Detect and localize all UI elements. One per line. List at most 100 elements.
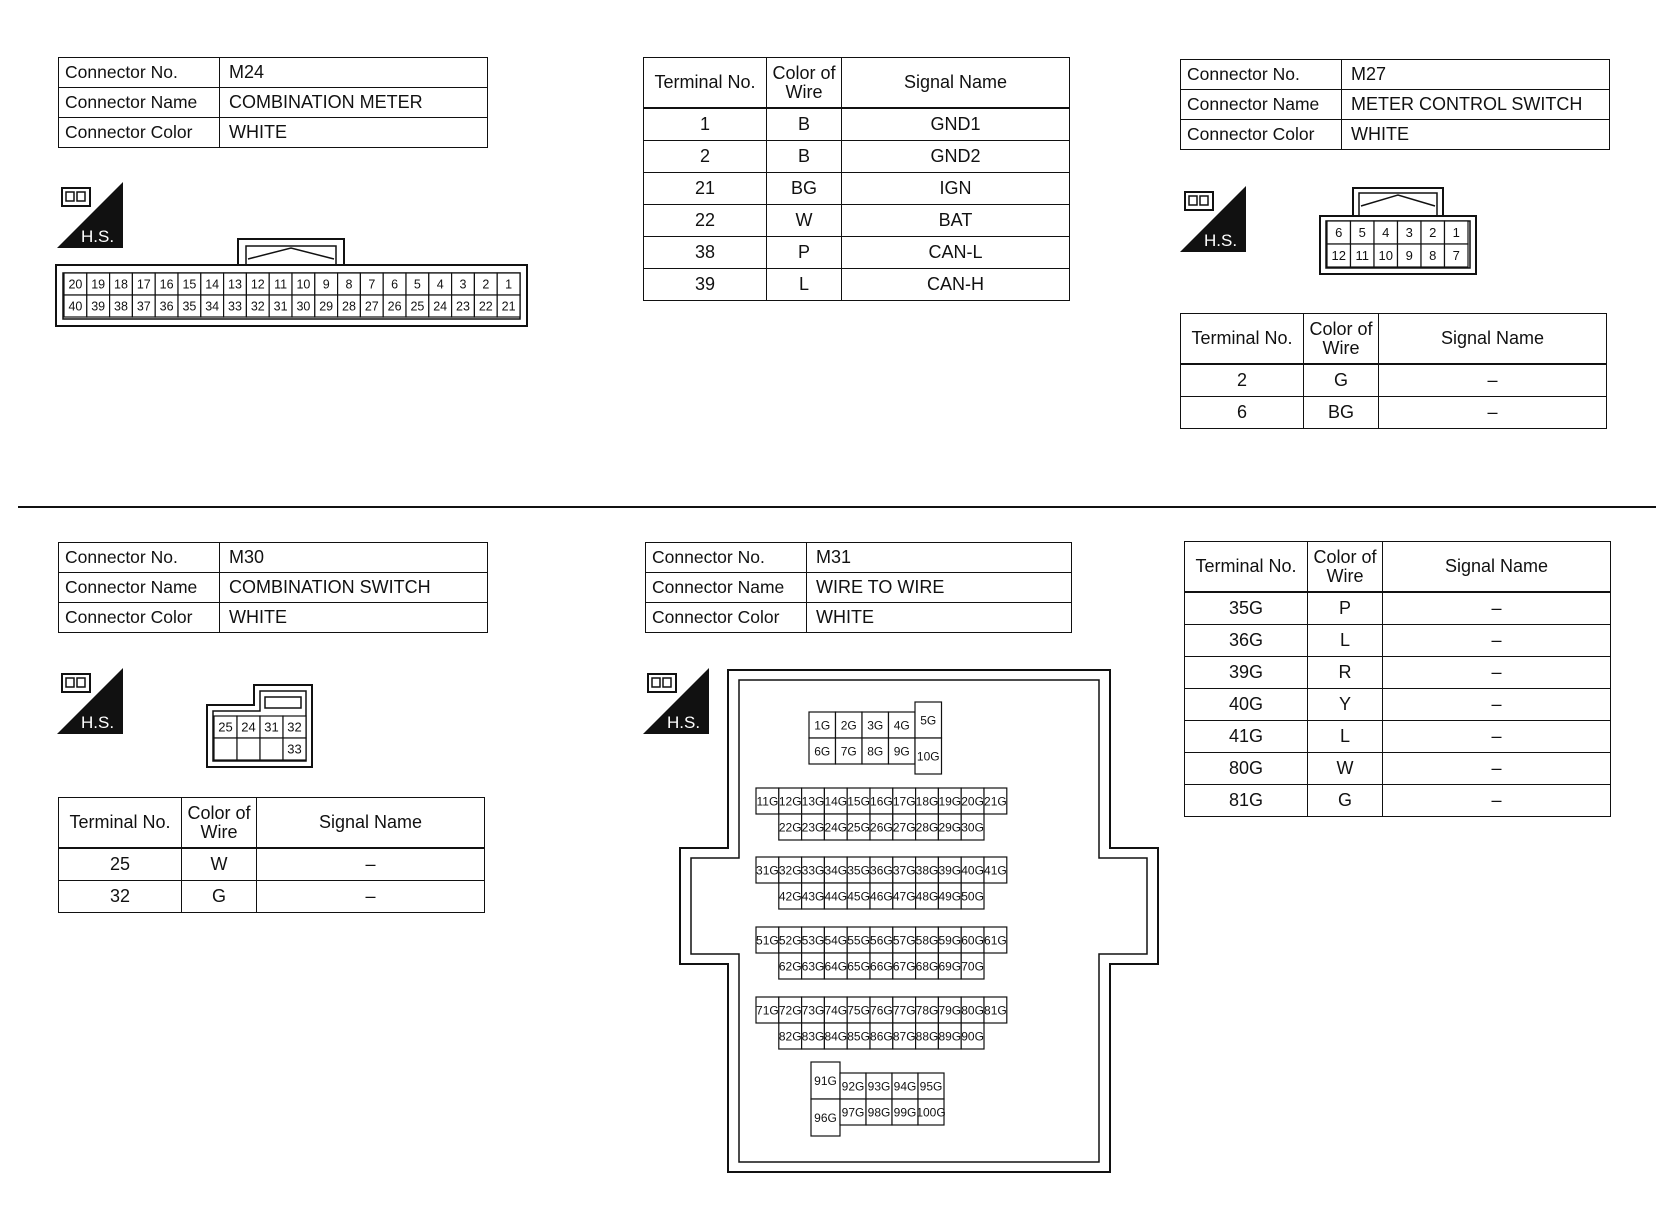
pin-label: 12 [251,278,265,292]
pin-label: 81G [984,1003,1007,1017]
wire-color-cell: B [766,107,842,141]
pin-cell [861,711,890,739]
pin-label: 17 [137,278,151,292]
terminal-no-cell: 25 [58,847,182,881]
pin-label: 82G [779,1029,802,1043]
pin-label: 28G [916,820,939,834]
pin-label: 13G [802,794,825,808]
connector-name-label: Connector Name [58,572,220,603]
pin-label: 55G [847,933,870,947]
pin-label: 36G [870,863,893,877]
pin-label: 15 [182,278,196,292]
pin-label: 69G [938,959,961,973]
pin-label: 15G [847,794,870,808]
signal-name-cell: – [1382,752,1611,785]
terminal-no-cell: 35G [1184,591,1308,625]
pin-label: 39 [91,300,105,314]
pin-label: 94G [894,1079,917,1093]
terminal-no-header: Terminal No. [1180,313,1304,365]
pin-label: 76G [870,1003,893,1017]
terminal-no-cell: 32 [58,880,182,913]
pin-label: 49G [938,889,961,903]
terminal-no-header: Terminal No. [1184,541,1308,593]
pin-cell [282,737,307,761]
pin-label: 40 [68,300,82,314]
terminal-no-cell: 2 [643,140,767,173]
connector-name-label: Connector Name [58,87,220,118]
pin-label: 4G [894,718,910,732]
pin-label: 1 [505,278,512,292]
pin-label: 6 [1335,225,1342,240]
wire-color-cell: G [1303,363,1379,397]
signal-name-cell: – [1382,624,1611,657]
terminal-no-cell: 6 [1180,396,1304,429]
pin-label: 41G [984,863,1007,877]
pin-label: 27 [365,300,379,314]
connector-no-label: Connector No. [58,542,220,573]
pin-cell [839,1098,867,1126]
terminal-no-cell: 80G [1184,752,1308,785]
terminal-no-cell: 21 [643,172,767,205]
pin-label: 6G [814,744,830,758]
pin-label: 60G [961,933,984,947]
svg-text:H.S.: H.S. [81,713,114,732]
pin-cell [213,737,238,761]
pin-label: 33 [228,300,242,314]
pin-label: 3 [460,278,467,292]
connector-no-label: Connector No. [1180,59,1342,90]
pin-label: 23G [802,820,825,834]
wire-color-cell: Y [1307,688,1383,721]
terminal-no-cell: 39 [643,268,767,301]
pin-cell [983,856,1008,884]
pin-label: 84G [824,1029,847,1043]
terminal-no-cell: 41G [1184,720,1308,753]
pin-label: 12G [779,794,802,808]
signal-name-cell: – [256,880,485,913]
pin-label: 31G [756,863,779,877]
pin-label: 25 [410,300,424,314]
pin-label: 10 [296,278,310,292]
pin-label: 19G [938,794,961,808]
pin-label: 4 [437,278,444,292]
pin-label: 9 [323,278,330,292]
signal-name-cell: – [1382,688,1611,721]
signal-name-header: Signal Name [1378,313,1607,365]
pin-label: 97G [842,1105,865,1119]
pin-label: 1 [1453,225,1460,240]
pin-label: 56G [870,933,893,947]
pin-label: 64G [824,959,847,973]
wire-color-cell: W [181,847,257,881]
connector-color-label: Connector Color [58,602,220,633]
pin-label: 74G [824,1003,847,1017]
pin-cell [865,1098,893,1126]
pin-label: 77G [893,1003,916,1017]
signal-name-cell: CAN-H [841,268,1070,301]
terminal-no-cell: 1 [643,107,767,141]
pin-cell [834,737,863,765]
pin-label: 24 [433,300,447,314]
terminal-no-cell: 36G [1184,624,1308,657]
m24-connector-color: WHITE [219,117,488,148]
pin-cell [917,1098,945,1126]
pin-label: 6 [391,278,398,292]
pin-label: 33 [287,742,301,757]
pin-label: 21G [984,794,1007,808]
signal-name-cell: – [1382,656,1611,689]
pin-label: 91G [814,1074,837,1088]
pin-cell [808,737,837,765]
signal-name-cell: GND1 [841,107,1070,141]
